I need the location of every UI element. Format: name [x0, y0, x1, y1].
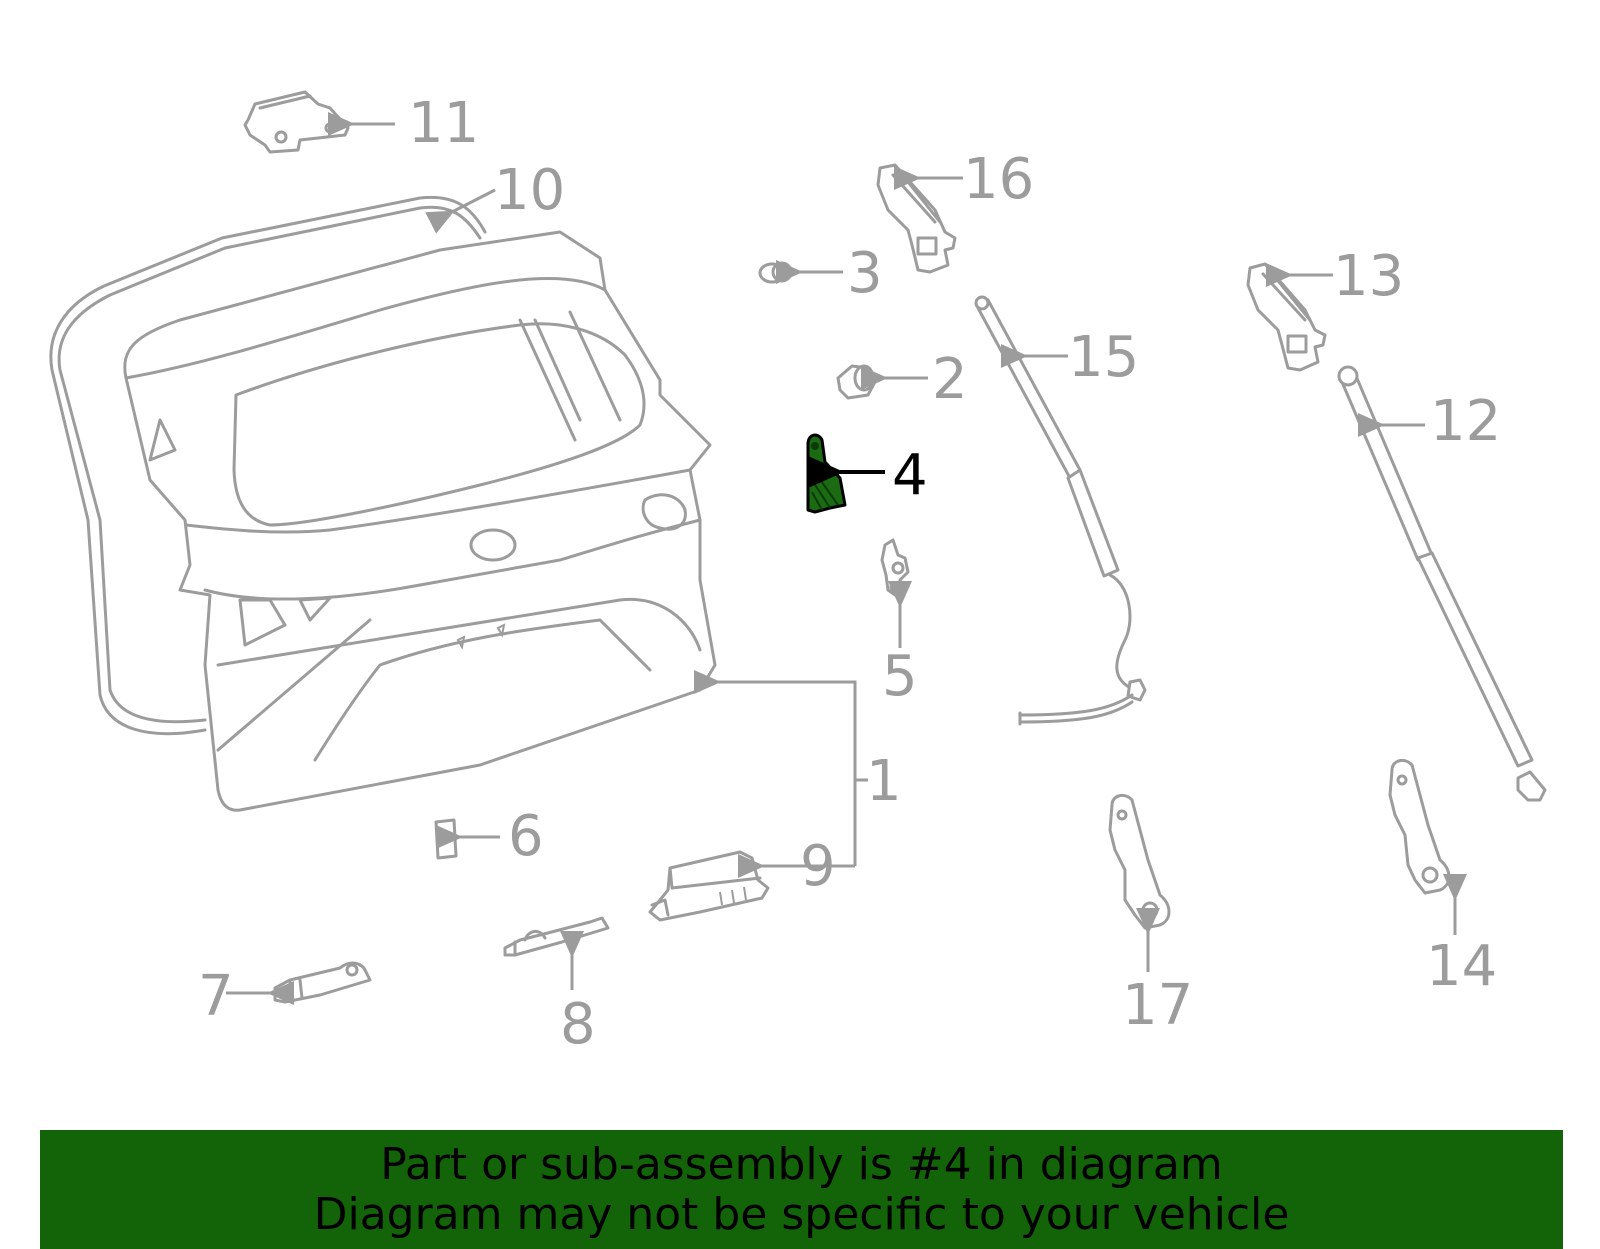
callout-5: 5: [882, 644, 918, 709]
callout-12: 12: [1430, 389, 1501, 454]
callout-15: 15: [1068, 325, 1139, 390]
banner-line-1: Part or sub-assembly is #4 in diagram: [380, 1138, 1223, 1190]
callout-10: 10: [494, 158, 565, 223]
callout-16: 16: [963, 147, 1034, 212]
callout-7: 7: [198, 964, 234, 1029]
part-11-hinge: [243, 90, 350, 154]
callout-14: 14: [1426, 934, 1497, 999]
part-3-cap: [758, 261, 793, 284]
part-17-hinge-plate: [1108, 793, 1171, 930]
part-16-bracket: [876, 163, 957, 274]
part-4-highlighted: [806, 433, 847, 514]
leader-lines: [226, 112, 1467, 1005]
part-5-clip: [880, 538, 910, 597]
part-9-switch: [648, 850, 770, 922]
callout-8: 8: [560, 992, 596, 1057]
callout-9: 9: [800, 834, 836, 899]
callout-17: 17: [1122, 973, 1193, 1038]
callout-11: 11: [408, 91, 479, 156]
callout-1: 1: [866, 749, 902, 814]
callout-3: 3: [847, 241, 883, 306]
part-13-bracket: [1246, 262, 1327, 372]
callout-13: 13: [1333, 244, 1404, 309]
part-10-weatherstrip: [49, 195, 487, 736]
info-banner: Part or sub-assembly is #4 in diagram Di…: [40, 1130, 1563, 1249]
part-2-bumper: [836, 364, 878, 400]
banner-line-2: Diagram may not be specific to your vehi…: [313, 1188, 1290, 1240]
part-14-hinge-plate: [1388, 758, 1451, 895]
callout-6: 6: [508, 804, 544, 869]
callout-4-highlighted: 4: [892, 443, 928, 508]
part-6-block: [434, 818, 458, 860]
part-1-liftgate: [123, 230, 717, 812]
part-7-lamp: [273, 961, 372, 1004]
part-8-lamp: [503, 916, 610, 957]
callout-2: 2: [932, 347, 968, 412]
